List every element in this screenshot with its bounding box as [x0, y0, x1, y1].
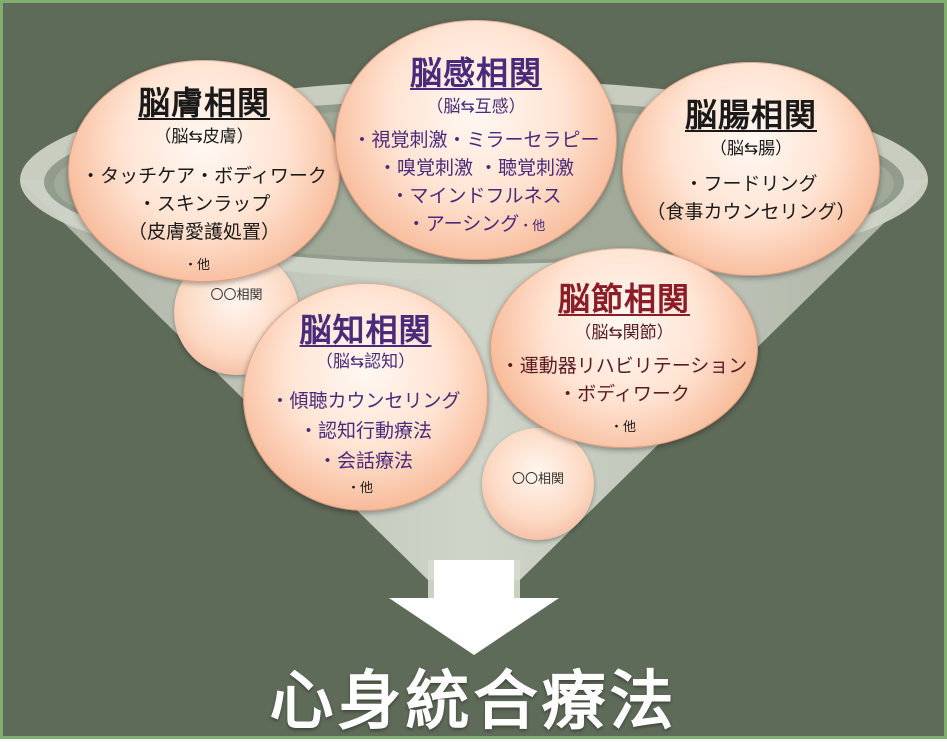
brain-gut-items: ・フードリング （食事カウンセリング）	[622, 170, 880, 226]
brain-cognition-title: 脳知相関	[299, 311, 432, 349]
brain-senses-other: ・他	[519, 219, 546, 234]
brain-senses-bubble: 脳感相関 （脳⇆互感） ・視覚刺激・ミラーセラピー ・嗅覚刺激 ・聴覚刺激 ・マ…	[335, 20, 617, 260]
brain-skin-item: ・スキンラップ	[137, 193, 271, 215]
brain-cognition-other: ・他	[347, 481, 374, 496]
down-arrow-icon	[389, 560, 559, 655]
brain-gut-bubble: 脳腸相関 （脳⇆腸） ・フードリング （食事カウンセリング）	[622, 62, 880, 276]
brain-cognition-subtitle: （脳⇆認知）	[315, 352, 416, 372]
brain-senses-item: ・嗅覚刺激 ・聴覚刺激	[377, 157, 575, 179]
brain-gut-item: ・フードリング	[684, 173, 818, 195]
brain-senses-item: ・視覚刺激・ミラーセラピー	[352, 129, 600, 151]
brain-cognition-items: ・傾聴カウンセリング ・認知行動療法 ・会話療法	[243, 386, 488, 476]
brain-senses-items: ・視覚刺激・ミラーセラピー ・嗅覚刺激 ・聴覚刺激 ・マインドフルネス ・アーシ…	[335, 126, 617, 241]
brain-joint-item: ・ボディワーク	[558, 383, 690, 405]
unnamed-correlation-label-center: 〇〇相関	[511, 472, 564, 487]
brain-cognition-item: ・会話療法	[317, 450, 413, 472]
brain-joint-item: ・運動器リハビリテーション	[500, 355, 748, 377]
brain-cognition-item: ・認知行動療法	[298, 420, 432, 442]
brain-gut-subtitle: （脳⇆腸）	[709, 139, 793, 159]
brain-cognition-item: ・傾聴カウンセリング	[270, 390, 461, 412]
unnamed-correlation-bubble-center: 〇〇相関	[482, 428, 594, 540]
brain-gut-title: 脳腸相関	[684, 96, 817, 134]
brain-joint-other: ・他	[610, 420, 637, 435]
brain-senses-item: ・マインドフルネス	[390, 185, 562, 207]
brain-senses-item: ・アーシング	[406, 213, 520, 235]
brain-joint-items: ・運動器リハビリテーション ・ボディワーク	[490, 352, 758, 408]
brain-senses-item: ・アーシング・他	[335, 210, 617, 241]
brain-joint-bubble: 脳節相関 （脳⇆関節） ・運動器リハビリテーション ・ボディワーク ・他	[490, 248, 758, 448]
brain-skin-other: ・他	[184, 258, 211, 273]
brain-skin-bubble: 脳膚相関 （脳⇆皮膚） ・タッチケア・ボディワーク ・スキンラップ （皮膚愛護処…	[68, 60, 340, 282]
brain-senses-subtitle: （脳⇆互感）	[426, 97, 526, 117]
brain-senses-title: 脳感相関	[409, 54, 542, 92]
brain-skin-item: ・タッチケア・ボディワーク	[81, 165, 327, 187]
brain-joint-title: 脳節相関	[557, 280, 690, 318]
brain-skin-title: 脳膚相関	[137, 84, 270, 122]
brain-skin-items: ・タッチケア・ボディワーク ・スキンラップ （皮膚愛護処置）	[68, 162, 340, 246]
brain-skin-item: （皮膚愛護処置）	[127, 221, 280, 243]
brain-joint-subtitle: （脳⇆関節）	[574, 323, 674, 343]
brain-cognition-bubble: 脳知相関 （脳⇆認知） ・傾聴カウンセリング ・認知行動療法 ・会話療法 ・他	[243, 283, 488, 511]
main-title: 心身統合療法	[269, 665, 678, 739]
unnamed-correlation-label-left: 〇〇相関	[210, 288, 263, 303]
brain-gut-item: （食事カウンセリング）	[646, 201, 856, 223]
brain-skin-subtitle: （脳⇆皮膚）	[154, 127, 254, 147]
